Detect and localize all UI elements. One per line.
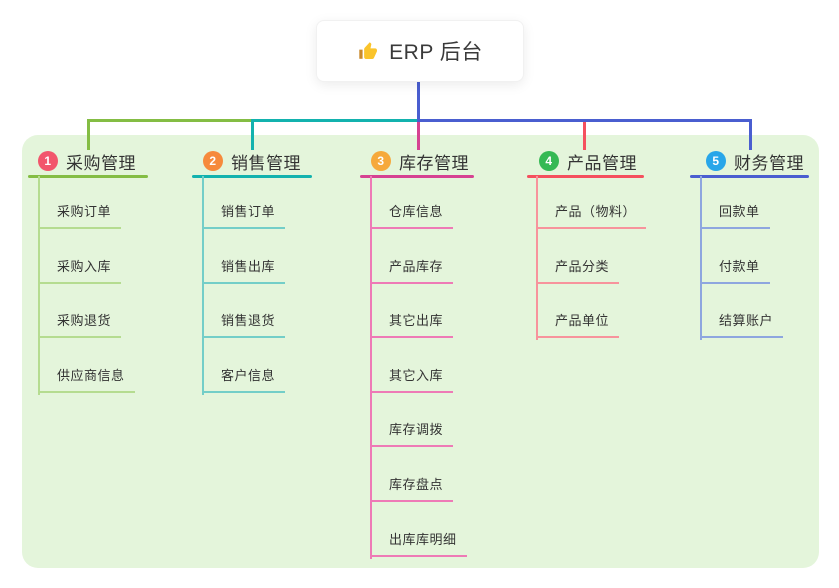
- branch-label: 库存管理: [399, 153, 469, 173]
- branches-panel: [22, 135, 819, 568]
- child-node-stock-transfer[interactable]: 库存调拨: [370, 417, 454, 447]
- child-node-sales-order[interactable]: 销售订单: [202, 199, 286, 229]
- child-node-other-outbound[interactable]: 其它出库: [370, 308, 454, 338]
- child-node-outbound-detail[interactable]: 出库库明细: [370, 527, 467, 557]
- branch-number-badge: 1: [38, 151, 58, 171]
- drop-line-product: [583, 122, 586, 150]
- child-node-settlement-account[interactable]: 结算账户: [700, 308, 784, 338]
- bus-line-finance: [417, 119, 752, 122]
- child-node-other-inbound[interactable]: 其它入库: [370, 363, 454, 393]
- child-node-customer-info[interactable]: 客户信息: [202, 363, 286, 393]
- root-title: ERP 后台: [389, 41, 483, 64]
- children-connector-line: [370, 176, 372, 559]
- child-node-payment-bill[interactable]: 付款单: [700, 254, 770, 284]
- branch-label: 产品管理: [567, 153, 637, 173]
- branch-node-sales[interactable]: 2 销售管理: [203, 148, 301, 174]
- drop-line-purchase: [87, 119, 90, 150]
- child-node-purchase-inbound[interactable]: 采购入库: [38, 254, 122, 284]
- child-node-sales-outbound[interactable]: 销售出库: [202, 254, 286, 284]
- child-node-product-unit[interactable]: 产品单位: [536, 308, 620, 338]
- child-node-product-material[interactable]: 产品（物料）: [536, 199, 647, 229]
- branch-node-purchase[interactable]: 1 采购管理: [38, 148, 136, 174]
- root-node[interactable]: ERP 后台: [316, 20, 524, 82]
- drop-line-inventory: [417, 122, 420, 150]
- branch-label: 采购管理: [66, 153, 136, 173]
- children-connector-line: [700, 176, 702, 340]
- child-node-product-category[interactable]: 产品分类: [536, 254, 620, 284]
- branch-number-badge: 2: [203, 151, 223, 171]
- drop-line-finance: [749, 119, 752, 150]
- child-node-warehouse-info[interactable]: 仓库信息: [370, 199, 454, 229]
- child-node-receipt-bill[interactable]: 回款单: [700, 199, 770, 229]
- child-node-stock-taking[interactable]: 库存盘点: [370, 472, 454, 502]
- child-node-sales-return[interactable]: 销售退货: [202, 308, 286, 338]
- child-node-purchase-return[interactable]: 采购退货: [38, 308, 122, 338]
- bus-line-sales: [252, 119, 418, 122]
- drop-line-sales: [251, 119, 254, 150]
- child-node-purchase-order[interactable]: 采购订单: [38, 199, 122, 229]
- children-connector-line: [38, 176, 40, 395]
- child-node-product-stock[interactable]: 产品库存: [370, 254, 454, 284]
- branch-underline: [527, 175, 644, 178]
- branch-underline: [690, 175, 809, 178]
- branch-node-finance[interactable]: 5 财务管理: [706, 148, 804, 174]
- branch-number-badge: 4: [539, 151, 559, 171]
- branch-number-badge: 3: [371, 151, 391, 171]
- branch-label: 财务管理: [734, 153, 804, 173]
- branch-node-inventory[interactable]: 3 库存管理: [371, 148, 469, 174]
- children-connector-line: [536, 176, 538, 340]
- branch-label: 销售管理: [231, 153, 301, 173]
- branch-underline: [192, 175, 312, 178]
- branch-underline: [28, 175, 148, 178]
- thumbs-up-icon: [357, 40, 379, 62]
- root-connector-line: [417, 82, 420, 120]
- bus-line-purchase: [87, 119, 253, 122]
- children-connector-line: [202, 176, 204, 395]
- branch-node-product[interactable]: 4 产品管理: [539, 148, 637, 174]
- branch-underline: [360, 175, 474, 178]
- branch-number-badge: 5: [706, 151, 726, 171]
- child-node-supplier-info[interactable]: 供应商信息: [38, 363, 135, 393]
